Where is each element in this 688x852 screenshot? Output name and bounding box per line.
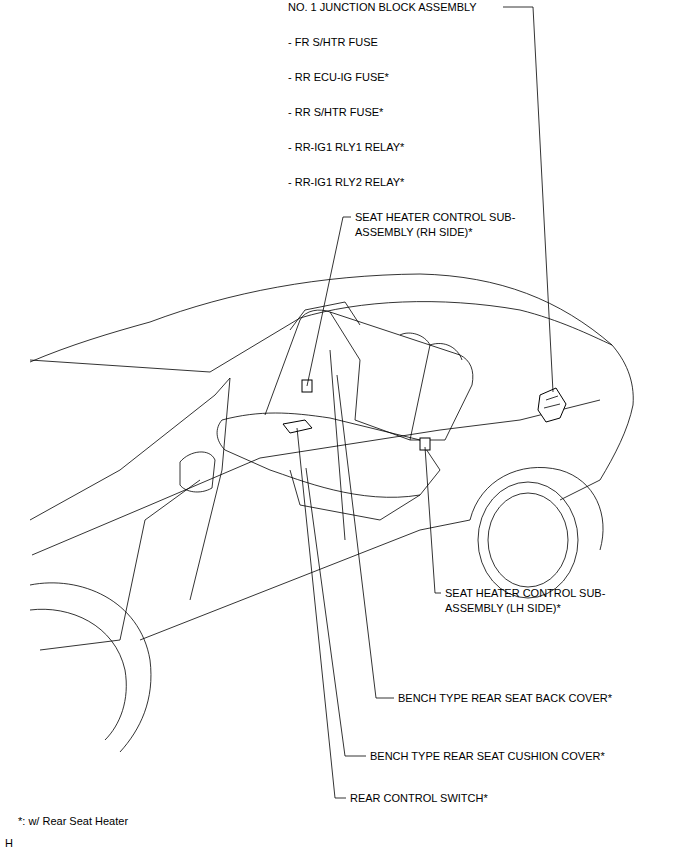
fuse-label: - RR S/HTR FUSE*: [288, 105, 383, 120]
wheel: [470, 467, 603, 550]
body-outline: [520, 310, 612, 345]
wheel: [30, 609, 126, 740]
leader-line: [503, 7, 553, 392]
footnote: *: w/ Rear Seat Heater: [18, 814, 128, 829]
body-outline: [150, 274, 612, 345]
body-outline: [32, 400, 600, 555]
leader-line: [306, 468, 366, 756]
seat-outline: [265, 310, 473, 440]
fuse-label: - FR S/HTR FUSE: [288, 35, 378, 50]
seat-outline: [355, 420, 445, 440]
part-label: SEAT HEATER CONTROL SUB- ASSEMBLY (RH SI…: [355, 210, 550, 240]
leader-line: [425, 447, 441, 593]
part-label: SEAT HEATER CONTROL SUB- ASSEMBLY (LH SI…: [445, 586, 640, 616]
wheel: [488, 493, 568, 587]
body-outline: [600, 345, 633, 480]
body-outline: [30, 322, 150, 362]
leader-line: [297, 428, 346, 798]
junction-block: [538, 388, 566, 422]
part-label: BENCH TYPE REAR SEAT BACK COVER*: [398, 691, 612, 706]
seat-outline: [217, 413, 440, 497]
body-outline: [140, 520, 470, 640]
wheel: [30, 583, 151, 752]
wheel: [478, 482, 578, 598]
junction-block: [544, 396, 560, 408]
relay-label: - RR-IG1 RLY2 RELAY*: [288, 175, 404, 190]
leader-line: [307, 217, 351, 386]
leader-line: [337, 375, 394, 698]
seat-outline: [290, 302, 360, 330]
body-outline: [560, 480, 600, 500]
body-outline: [30, 378, 230, 520]
part-label: REAR CONTROL SWITCH*: [350, 791, 488, 806]
relay-label: - RR-IG1 RLY1 RELAY*: [288, 140, 404, 155]
body-outline: [30, 302, 520, 372]
seat-outline: [430, 343, 462, 360]
seat-outline: [400, 333, 430, 440]
fuse-label: - RR ECU-IG FUSE*: [288, 70, 389, 85]
body-outline: [40, 480, 200, 650]
part-label: BENCH TYPE REAR SEAT CUSHION COVER*: [370, 749, 605, 764]
seat-outline: [330, 312, 360, 420]
mirror: [180, 452, 215, 492]
part-label: NO. 1 JUNCTION BLOCK ASSEMBLY: [288, 0, 477, 15]
figure-code: H: [5, 836, 13, 851]
